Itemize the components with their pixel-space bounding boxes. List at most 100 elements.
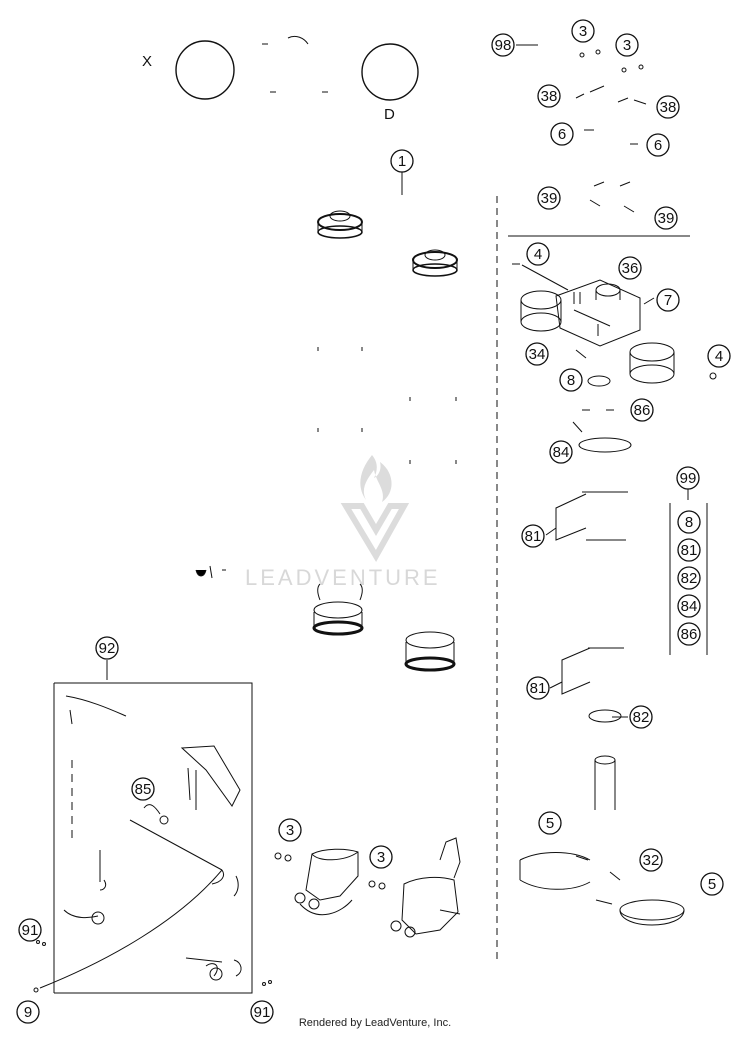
callout-number: 99: [680, 470, 697, 487]
callout-c99: 99: [676, 466, 700, 490]
callout-number: 1: [398, 153, 406, 170]
callout-circle: [16, 1000, 40, 1024]
label-d: D: [384, 106, 395, 123]
callout-number: 39: [658, 210, 675, 227]
callout-c86a: 86: [630, 398, 654, 422]
callout-circle: [491, 33, 515, 57]
watermark-text: LEADVENTURE: [245, 565, 441, 590]
callout-number: 4: [715, 348, 723, 365]
callout-number: 81: [681, 542, 698, 559]
callout-circle: [390, 149, 414, 173]
fork-leg-right: [404, 249, 458, 672]
callout-c5b: 5: [700, 872, 724, 896]
cap-x-circle: [175, 40, 235, 100]
callout-number: 36: [622, 260, 639, 277]
callout-number: 34: [529, 346, 546, 363]
callout-number: 92: [99, 640, 116, 657]
callout-circle: [250, 1000, 274, 1024]
callout-c81b: 81: [521, 524, 545, 548]
callout-number: 6: [558, 126, 566, 143]
callout-circle: [95, 636, 119, 660]
callout-number: 5: [708, 876, 716, 893]
callout-number: 8: [567, 372, 575, 389]
detail-box-92: [33, 660, 272, 994]
callout-c91a: 91: [18, 918, 42, 942]
callout-c8b: 8: [677, 510, 701, 534]
callout-circle: [618, 256, 642, 280]
callout-number: 3: [623, 37, 631, 54]
handlebar-clamps: [274, 837, 461, 938]
label-x: X: [142, 53, 152, 70]
callout-circle: [677, 622, 701, 646]
callout-c38b: 38: [656, 95, 680, 119]
callout-circle: [278, 818, 302, 842]
callout-c82a: 82: [677, 566, 701, 590]
callout-c81a: 81: [677, 538, 701, 562]
callout-c6b: 6: [646, 133, 670, 157]
callout-c39a: 39: [537, 186, 561, 210]
callout-circle: [571, 19, 595, 43]
callout-circle: [677, 594, 701, 618]
callout-c4b: 4: [707, 344, 731, 368]
callout-circle: [656, 288, 680, 312]
callout-number: 91: [22, 922, 39, 939]
bracket-81: [545, 402, 641, 718]
callout-circle: [369, 845, 393, 869]
cap-d-circle: [361, 43, 419, 101]
callout-number: 91: [254, 1004, 271, 1021]
callout-circle: [630, 398, 654, 422]
kit-99-bracket: [669, 503, 708, 655]
callout-circle: [537, 84, 561, 108]
callout-number: 84: [553, 444, 570, 461]
callout-circle: [677, 538, 701, 562]
callout-number: 3: [579, 23, 587, 40]
callout-number: 39: [541, 190, 558, 207]
callout-c84a: 84: [549, 440, 573, 464]
callout-c8a: 8: [559, 368, 583, 392]
callout-circle: [549, 440, 573, 464]
leadventure-watermark: LEADVENTURE: [245, 455, 441, 590]
callout-c3d: 3: [369, 845, 393, 869]
callout-circle: [615, 33, 639, 57]
callout-circle: [646, 133, 670, 157]
callout-c7: 7: [656, 288, 680, 312]
callout-c38a: 38: [537, 84, 561, 108]
footer-credit: Rendered by LeadVenture, Inc.: [298, 1017, 452, 1029]
callout-c85: 85: [131, 777, 155, 801]
callout-circle: [677, 510, 701, 534]
callout-number: 32: [643, 852, 660, 869]
callout-circle: [538, 811, 562, 835]
callout-c34: 34: [525, 342, 549, 366]
callout-number: 3: [286, 822, 294, 839]
callout-c1: 1: [390, 149, 414, 173]
fork-leg-left: [312, 210, 364, 636]
callout-circle: [629, 705, 653, 729]
callout-circle: [550, 122, 574, 146]
callout-number: 7: [664, 292, 672, 309]
callout-circle: [537, 186, 561, 210]
callout-circle: [521, 524, 545, 548]
callout-circle: [526, 676, 550, 700]
callout-number: 86: [681, 626, 698, 643]
callout-c9: 9: [16, 1000, 40, 1024]
callout-c81c: 81: [526, 676, 550, 700]
callout-number: 85: [135, 781, 152, 798]
callout-number: 6: [654, 137, 662, 154]
callout-c39b: 39: [654, 206, 678, 230]
callout-c92: 92: [95, 636, 119, 660]
steering-stem-parts: [519, 409, 685, 926]
callout-circle: [18, 918, 42, 942]
callout-number: 4: [534, 246, 542, 263]
callout-number: 82: [633, 709, 650, 726]
callout-number: 98: [495, 37, 512, 54]
callout-number: 82: [681, 570, 698, 587]
callout-c98: 98: [491, 33, 515, 57]
callout-number: 8: [685, 514, 693, 531]
callout-circle: [700, 872, 724, 896]
callout-number: 9: [24, 1004, 32, 1021]
callout-c3b: 3: [615, 33, 639, 57]
callout-c5a: 5: [538, 811, 562, 835]
callout-circle: [639, 848, 663, 872]
callout-number: 5: [546, 815, 554, 832]
